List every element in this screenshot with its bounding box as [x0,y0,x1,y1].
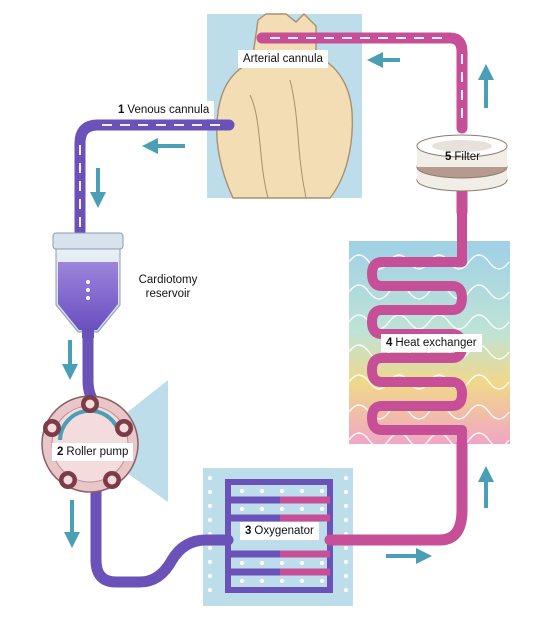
label-text: Oxygenator [254,525,314,537]
label-number: 3 [245,525,252,537]
label-cardiotomy-reservoir: Cardiotomy reservoir [130,273,206,301]
label-text: Filter [454,151,480,163]
roller-pump [41,380,168,502]
flow-arrows [62,52,494,564]
cardiotomy-reservoir [52,232,124,338]
label-number: 4 [386,337,393,349]
label-arterial-cannula: Arterial cannula [238,50,328,68]
label-line-1: Cardiotomy [138,274,198,286]
label-line-2: reservoir [145,288,191,300]
label-number: 1 [118,104,125,116]
label-number: 5 [445,151,452,163]
label-text: Venous cannula [127,104,210,116]
label-number: 2 [57,446,64,458]
label-text: Arterial cannula [243,53,323,65]
label-text: Roller pump [66,446,129,458]
label-text: Heat exchanger [395,337,477,349]
heat-exchanger [348,206,510,448]
filter [416,134,508,192]
